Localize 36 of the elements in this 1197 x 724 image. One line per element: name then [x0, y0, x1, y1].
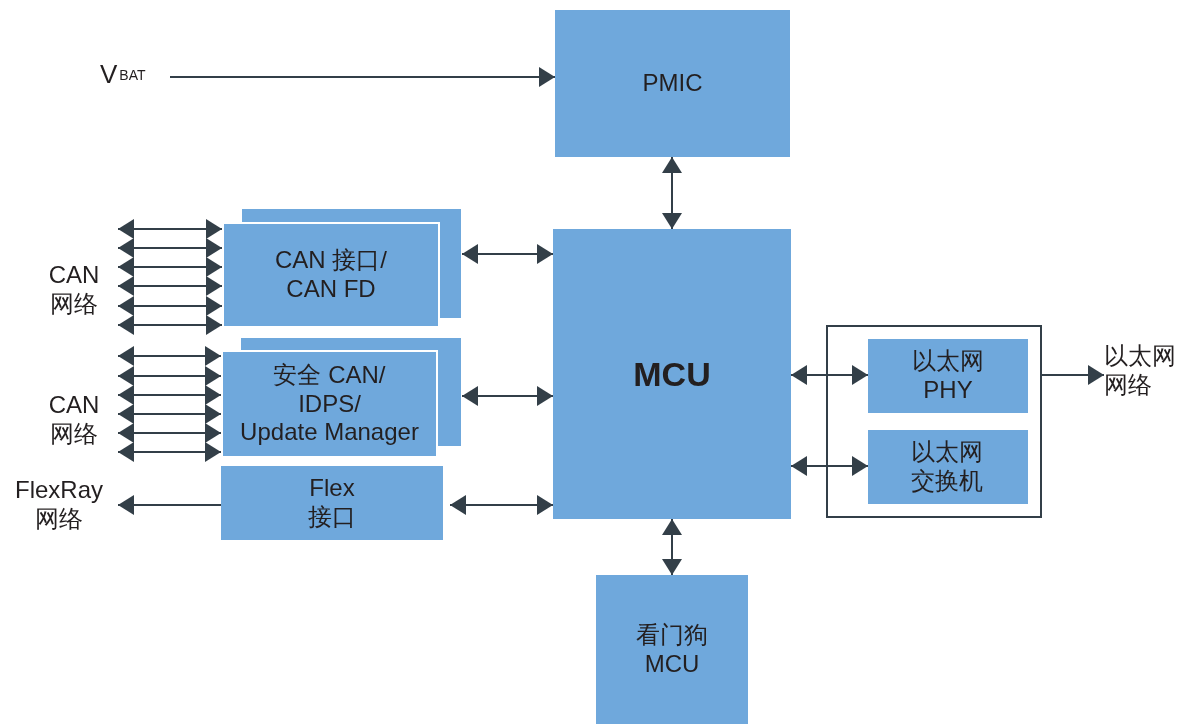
- process-box: Flex 接口: [221, 466, 443, 540]
- arrow: [1041, 365, 1105, 385]
- process-box: PMIC: [555, 10, 790, 157]
- arrow: [117, 495, 222, 515]
- double-arrow: [449, 495, 554, 515]
- double-arrow: [790, 456, 869, 476]
- double-arrow: [461, 244, 554, 264]
- process-box: CAN 接口/ CAN FD: [222, 222, 440, 328]
- double-arrow: [461, 386, 554, 406]
- arrow: [169, 67, 556, 87]
- double-arrow: [117, 346, 222, 366]
- label-text: 以太网网络: [1104, 342, 1177, 400]
- network-label: CAN 网络: [30, 385, 118, 455]
- double-arrow: [117, 238, 223, 258]
- double-arrow: [790, 365, 869, 385]
- double-arrow: [117, 385, 222, 405]
- double-arrow: [662, 518, 682, 576]
- process-box: 安全 CAN/ IDPS/ Update Manager: [221, 350, 438, 458]
- double-arrow: [117, 366, 222, 386]
- label-text: 以太网交换机: [911, 438, 985, 496]
- process-box: 看门狗 MCU: [596, 575, 748, 724]
- process-box: 以太网 PHY: [868, 339, 1028, 413]
- double-arrow: [117, 219, 223, 239]
- network-label: CAN 网络: [30, 255, 118, 325]
- network-label: FlexRay 网络: [0, 472, 118, 538]
- double-arrow: [117, 276, 223, 296]
- double-arrow: [117, 442, 222, 462]
- double-arrow: [662, 156, 682, 230]
- double-arrow: [117, 404, 222, 424]
- double-arrow: [117, 257, 223, 277]
- process-box: [868, 430, 1028, 504]
- processor-box: MCU: [553, 229, 791, 519]
- group-box: [826, 325, 1042, 518]
- double-arrow: [117, 296, 223, 316]
- double-arrow: [117, 315, 223, 335]
- double-arrow: [117, 423, 222, 443]
